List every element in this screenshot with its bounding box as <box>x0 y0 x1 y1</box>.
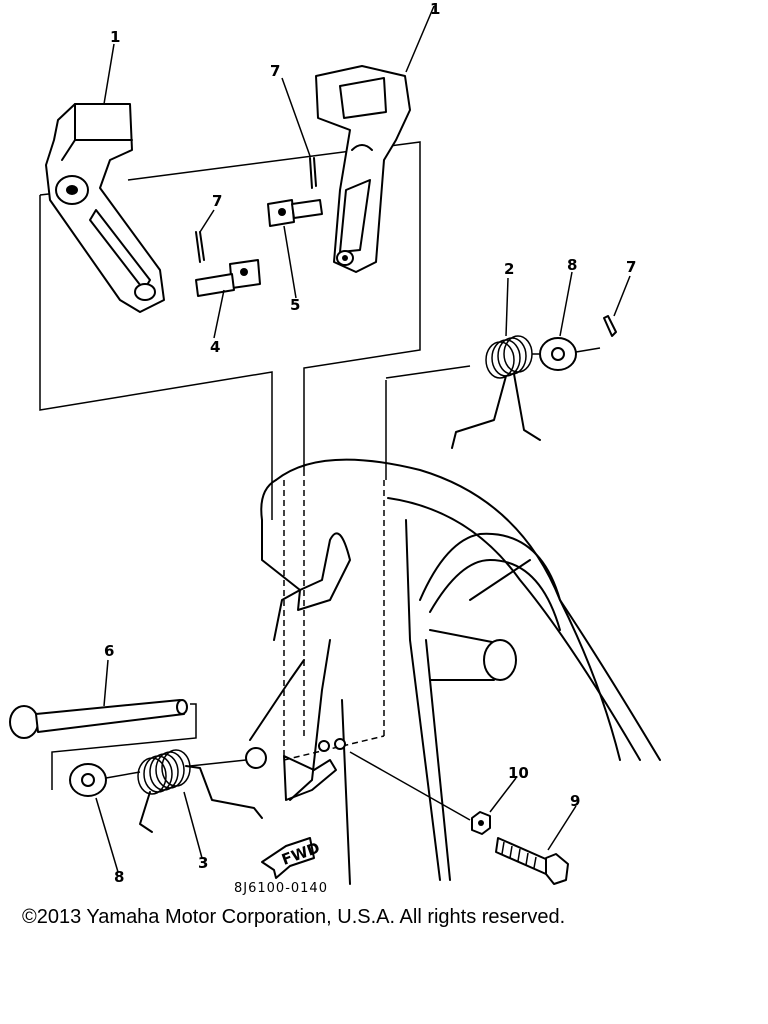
copyright-notice: ©2013 Yamaha Motor Corporation, U.S.A. A… <box>22 906 566 928</box>
callout-7-right: 7 <box>626 258 636 276</box>
callout-2: 2 <box>504 260 514 278</box>
forward-direction-arrow: FWD <box>261 837 322 879</box>
callout-8-top: 8 <box>567 256 577 274</box>
left-bracket-part <box>45 103 165 313</box>
clevis-pin-5-part <box>267 199 323 227</box>
callout-numbers: 1 1 7 7 4 5 2 8 7 6 8 3 10 9 <box>104 0 636 886</box>
exploded-parts-diagram: FWD 1 1 7 7 4 5 2 8 7 6 8 3 10 9 8J6100-… <box>9 0 661 896</box>
hex-nut-part <box>349 751 491 835</box>
callout-8-bottom: 8 <box>114 868 124 886</box>
callout-9: 9 <box>570 792 580 810</box>
lower-spring-part <box>137 749 263 833</box>
lower-washer-part <box>69 763 141 797</box>
long-pin-part <box>9 699 197 790</box>
hex-bolt-part <box>495 837 569 885</box>
diagram-part-number: 8J6100-0140 <box>234 881 328 896</box>
callout-1-right: 1 <box>430 0 440 18</box>
callout-7-middle: 7 <box>212 192 222 210</box>
clevis-pin-4-part <box>195 259 261 297</box>
upper-spring-part <box>451 335 548 449</box>
callout-1-left: 1 <box>110 28 120 46</box>
callout-5: 5 <box>290 296 300 314</box>
leader-lines <box>95 5 631 873</box>
clamp-bracket-body <box>245 458 661 885</box>
callout-7-top: 7 <box>270 62 280 80</box>
fwd-label: FWD <box>279 839 322 869</box>
right-bracket-part <box>315 65 411 273</box>
upper-washer-part <box>539 337 601 371</box>
cotter-pin-parts <box>195 157 617 337</box>
callout-4: 4 <box>210 338 220 356</box>
callout-10: 10 <box>508 764 529 782</box>
callout-3: 3 <box>198 854 208 872</box>
callout-6: 6 <box>104 642 114 660</box>
